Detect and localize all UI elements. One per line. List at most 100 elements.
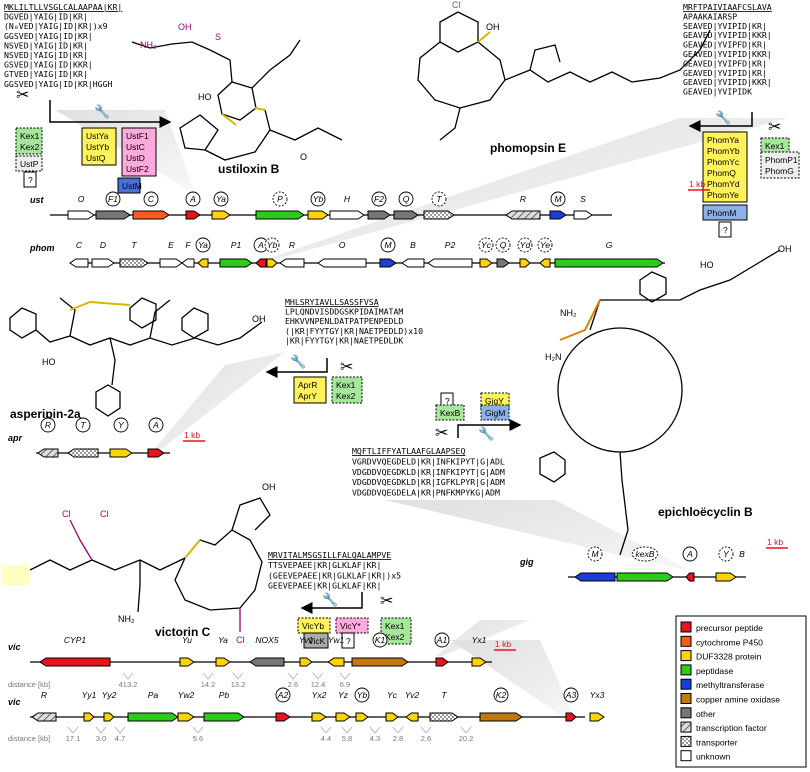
legend-label: DUF3328 protein: [696, 652, 762, 662]
protein-label: Kex2: [20, 142, 40, 152]
protein-label: VicYb: [302, 621, 324, 631]
gene-circle: [431, 191, 447, 207]
legend-swatch: [680, 664, 692, 676]
gene-label: P1: [231, 240, 242, 250]
gene-arrow: [471, 657, 487, 667]
connector-shadows: [55, 110, 788, 718]
gene-arrow: [39, 657, 111, 667]
gene-arrow: [219, 258, 253, 268]
gene-circle: [434, 632, 450, 648]
wrench-icon: 🔧: [322, 591, 338, 607]
sequence-line: GEAVED|YVIPID|KR|: [683, 68, 767, 78]
gene-label: Y: [723, 549, 730, 559]
gene-label: A: [152, 420, 159, 430]
legend-label: cytochrome P450: [696, 637, 763, 647]
sequence-line: GEAVED|YVIPID|KKR|: [683, 49, 772, 59]
gene-label: Yc: [481, 240, 492, 250]
gene-arrow: [249, 657, 285, 667]
gene-label: Yv1: [299, 635, 314, 645]
gene-label: R: [289, 240, 295, 250]
gene-label: E: [168, 240, 174, 250]
vic-glyoxylate-highlight: [2, 565, 30, 585]
distance-bracket: [114, 726, 126, 734]
protein-label: ?: [28, 175, 33, 185]
apr-duf-box: [293, 376, 327, 404]
vic-cl1-label: Cl: [62, 509, 71, 519]
gene-circle: [185, 191, 201, 207]
gene-circle: [143, 191, 159, 207]
protein-label: UstYb: [86, 142, 109, 152]
distance-axis-label: distance [kb]: [8, 680, 50, 689]
phom-shadow: [258, 118, 788, 262]
phom-oh-label: OH: [486, 22, 500, 32]
gene-arrow: [479, 258, 493, 268]
vic-cyclopentenone: [231, 497, 271, 531]
gene-arrow: [401, 258, 425, 268]
sequence-line: GEAVED|YVIPIDK: [683, 87, 752, 97]
distance-value: 5.6: [193, 734, 203, 743]
legend-box: [675, 615, 807, 768]
gene-circle: [631, 546, 659, 562]
apr-processing-arrow: ✂ 🔧: [265, 353, 353, 378]
gene-label: Yx1: [472, 635, 487, 645]
gene-label: Yv2: [405, 690, 420, 700]
legend-label: copper amine oxidase: [696, 695, 780, 705]
distance-value: 5.8: [342, 734, 352, 743]
phomopsin-structure: [417, 11, 711, 141]
protein-label: AprY: [298, 391, 317, 401]
phom-unknown-box: [718, 221, 732, 238]
sequence-line: MRFTPAIVIAAFCSLAVA: [683, 2, 772, 12]
gene-label: Pb: [219, 690, 230, 700]
epi-h2n-label: H₂N: [545, 352, 562, 362]
gene-label: Yw1: [328, 635, 345, 645]
sequence-line: (GEEVEPAEE|KR|GLKLAF|KR|)x5: [268, 570, 401, 580]
epi-ho-label: HO: [700, 260, 714, 270]
sequence-line: GEAVED|YVIPFD|KR|: [683, 58, 767, 68]
gene-label: A1: [436, 635, 448, 645]
gene-label: P2: [445, 240, 456, 250]
wrench-icon: 🔧: [290, 353, 306, 369]
protein-label: PhomYa: [707, 135, 739, 145]
distance-bracket: [232, 672, 244, 680]
protein-label: PhomQ: [707, 168, 736, 178]
legend-swatch: [680, 707, 692, 719]
sequence-line: GGSVED|YAIG|ID|KR|: [4, 31, 93, 41]
gene-label: T: [80, 420, 86, 430]
gene-circle: [113, 417, 129, 433]
gene-circle: [105, 191, 121, 207]
legend-label: transporter: [696, 737, 738, 747]
legend-label: peptidase: [696, 666, 733, 676]
scissors-icon: ✂: [435, 425, 448, 442]
gene-label: Yd: [520, 240, 531, 250]
gene-arrow: [185, 210, 201, 220]
ust-s-label: S: [215, 32, 221, 42]
legend-swatch: [680, 735, 692, 747]
gene-label: B: [410, 240, 416, 250]
phom-pyrroline: [529, 44, 561, 71]
gene-arrow: [197, 258, 209, 268]
gene-circle: [195, 237, 211, 253]
gene-label: C: [148, 194, 155, 204]
sequence-line: GSVED|YAIG|ID|KKR|: [4, 60, 93, 70]
gene-arrow: [554, 258, 664, 268]
vic-arrow: [300, 592, 363, 614]
sequence-line: GGSVED|YAIG|ID|KR|HGGH: [4, 79, 113, 89]
gene-label: CYP1: [64, 635, 86, 645]
protein-label: PhomG: [765, 166, 794, 176]
ust-precursor-sequence: MKLILTLLVSGLCALAAPAA|KR|DGVED|YAIG|ID|KR…: [4, 2, 122, 89]
distance-value: 14.2: [201, 680, 216, 689]
gene-label: F2: [374, 194, 384, 204]
gene-arrow: [119, 258, 149, 268]
gene-arrow: [67, 448, 99, 458]
gene-label: A2: [277, 690, 289, 700]
ust-unknown-box: [23, 171, 37, 188]
gene-circle: [517, 237, 533, 253]
gene-arrow: [109, 448, 133, 458]
ust-protein-boxes: UstYaUstYbUstQUstF1UstCUstDUstF2UstMKex1…: [15, 127, 157, 194]
